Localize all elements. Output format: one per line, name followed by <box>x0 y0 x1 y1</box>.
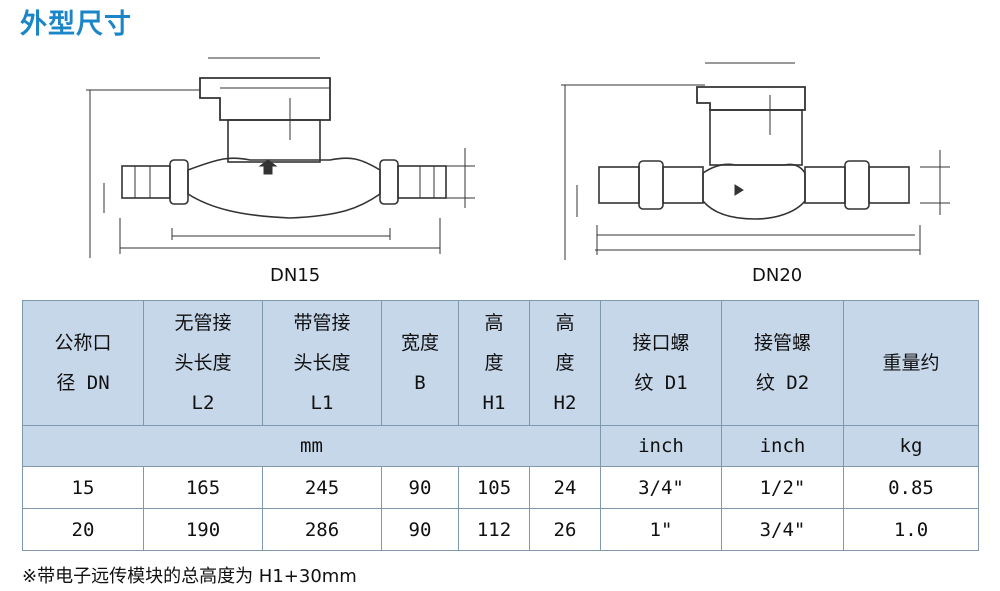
header-label: 重量约 <box>882 352 940 374</box>
cell: 24 <box>529 466 601 509</box>
unit-cell-inch: inch <box>600 425 722 467</box>
cell: 1" <box>600 508 722 551</box>
header-cell: 公称口径 DN <box>22 300 144 426</box>
dn15-caption: DN15 <box>270 265 321 286</box>
cell: 190 <box>143 508 263 551</box>
table-unit-row: mm inch inch kg <box>22 425 979 467</box>
cell: 90 <box>381 466 459 509</box>
header-cell: 接管螺纹 D2 <box>721 300 844 426</box>
header-label: 接管螺纹 D2 <box>753 332 811 394</box>
cell: 15 <box>22 466 144 509</box>
cell: 1/2" <box>721 466 844 509</box>
page-title: 外型尺寸 <box>20 9 132 40</box>
cell: 90 <box>381 508 459 551</box>
unit-cell-mm: mm <box>22 425 601 467</box>
header-cell: 重量约 <box>843 300 979 426</box>
cell: 26 <box>529 508 601 551</box>
cell: 3/4" <box>600 466 722 509</box>
cell: 1.0 <box>843 508 979 551</box>
cell: 286 <box>262 508 382 551</box>
cell: 245 <box>262 466 382 509</box>
footnote: ※带电子远传模块的总高度为 H1+30mm <box>22 566 357 587</box>
dn15-drawing <box>80 48 480 288</box>
cell: 20 <box>22 508 144 551</box>
unit-cell-inch: inch <box>721 425 844 467</box>
dn20-drawing <box>555 55 955 285</box>
header-cell: 接口螺纹 D1 <box>600 300 722 426</box>
header-label: 接口螺纹 D1 <box>632 332 690 394</box>
unit-cell-kg: kg <box>843 425 979 467</box>
cell: 165 <box>143 466 263 509</box>
cell: 3/4" <box>721 508 844 551</box>
cell: 0.85 <box>843 466 979 509</box>
cell: 105 <box>458 466 530 509</box>
table-row: 15 165 245 90 105 24 3/4" 1/2" 0.85 <box>22 466 979 509</box>
header-label: 公称口径 DN <box>54 332 112 394</box>
table-row: 20 190 286 90 112 26 1" 3/4" 1.0 <box>22 508 979 551</box>
dn20-caption: DN20 <box>752 265 803 286</box>
cell: 112 <box>458 508 530 551</box>
